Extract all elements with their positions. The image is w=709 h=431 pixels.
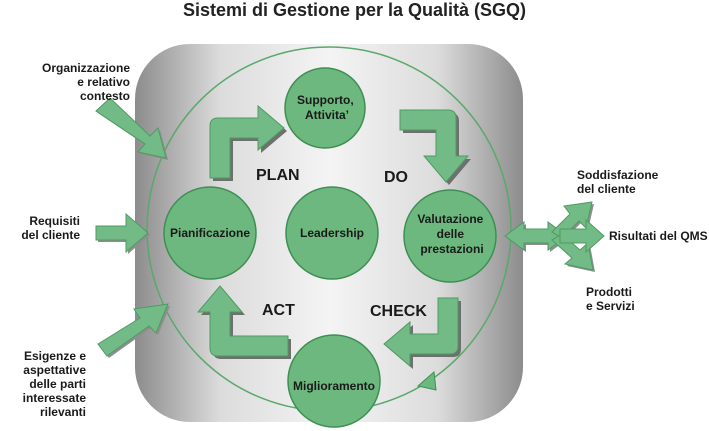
input-label-organizzazione: Organizzazione e relativo contesto [41, 61, 130, 103]
node-miglioramento: Miglioramento [287, 334, 381, 428]
node-leadership: Leadership [285, 186, 379, 280]
cycle-arrow-do-to-check [399, 109, 471, 185]
svg-text:Leadership: Leadership [300, 226, 364, 240]
ring-direction-marker [416, 370, 437, 391]
svg-text:Pianificazione: Pianificazione [170, 226, 250, 240]
input-arrow-organizzazione [95, 97, 168, 160]
input-arrow-requisiti [95, 212, 150, 254]
node-supporto: Supporto, Attivita’ [284, 67, 366, 149]
svg-text:Miglioramento: Miglioramento [293, 379, 375, 393]
node-pianificazione: Pianificazione [163, 186, 257, 280]
cycle-arrow-check-to-act [383, 297, 461, 369]
input-label-esigenze: Esigenze e aspettative delle parti inter… [22, 349, 86, 419]
input-arrow-esigenze [97, 303, 170, 358]
input-label-requisiti: Requisiti del cliente [21, 214, 80, 242]
phase-label-do: DO [384, 169, 408, 186]
phase-label-act: ACT [262, 302, 295, 319]
phase-label-plan: PLAN [256, 167, 300, 184]
page-title: Sistemi di Gestione per la Qualità (SGQ) [182, 0, 527, 20]
output-label-soddisfazione: Soddisfazione del cliente [577, 168, 659, 196]
output-label-prodotti: Prodotti e Servizi [586, 285, 635, 313]
output-arrow-fork [551, 201, 605, 272]
output-label-risultati: Risultati del QMS [609, 229, 708, 243]
cycle-arrow-plan-to-do [209, 104, 287, 181]
svg-text:Supporto, Attivita’: Supporto, Attivita’ [297, 93, 357, 122]
phase-label-check: CHECK [370, 303, 427, 320]
node-valutazione: Valutazione delle prestazioni [403, 189, 497, 283]
svg-text:Valutazione delle: Valutazione delle prestazioni [417, 212, 486, 256]
cycle-arrow-act-to-plan [196, 285, 291, 359]
